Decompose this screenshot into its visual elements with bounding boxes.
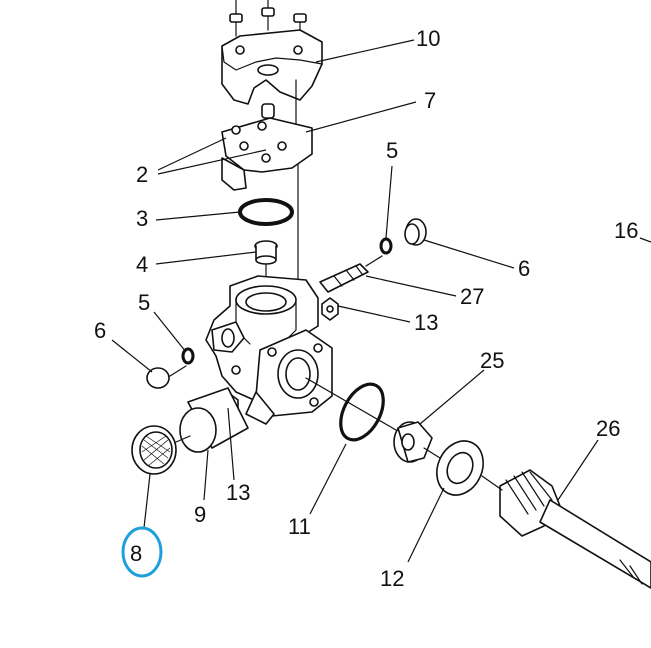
part-8-strainer bbox=[131, 425, 191, 475]
highlight-circle bbox=[121, 526, 163, 578]
leader-lines bbox=[111, 39, 651, 563]
callout-4: 4 bbox=[136, 252, 148, 277]
part-9-cylinder bbox=[179, 387, 249, 453]
callout-9: 9 bbox=[194, 502, 206, 527]
callout-6-left: 6 bbox=[94, 318, 106, 343]
part-10-top-cap bbox=[221, 29, 323, 105]
callout-3: 3 bbox=[136, 206, 148, 231]
part-6-plug-left bbox=[146, 365, 187, 389]
callout-13-lower: 13 bbox=[226, 480, 250, 505]
part-12-washer bbox=[436, 440, 484, 496]
callout-10: 10 bbox=[416, 26, 440, 51]
part-3-oring bbox=[238, 198, 294, 226]
part-5-oring-left bbox=[181, 347, 195, 365]
part-6-plug-right bbox=[404, 218, 427, 246]
callout-2: 2 bbox=[136, 162, 148, 187]
callout-7: 7 bbox=[424, 88, 436, 113]
callout-5-lower: 5 bbox=[138, 290, 150, 315]
callout-11: 11 bbox=[288, 514, 311, 539]
axis-lines bbox=[305, 377, 503, 491]
part-25-bushing bbox=[393, 421, 433, 463]
callout-6-right: 6 bbox=[518, 256, 530, 281]
part-27-valve-stem bbox=[319, 255, 383, 293]
callout-labels: 10 7 2 3 5 4 6 16 27 5 13 6 25 26 13 9 1… bbox=[94, 26, 638, 591]
callout-5-upper: 5 bbox=[386, 138, 398, 163]
main-housing bbox=[205, 275, 333, 425]
callout-12: 12 bbox=[380, 566, 404, 591]
callout-26: 26 bbox=[596, 416, 620, 441]
part-5-oring-right bbox=[379, 237, 393, 255]
part-13-nut-upper bbox=[321, 297, 339, 321]
callout-13-upper: 13 bbox=[414, 310, 438, 335]
part-26-shaft bbox=[499, 469, 651, 589]
part-2-plate bbox=[221, 103, 313, 191]
part-11-oring bbox=[339, 382, 385, 442]
callout-25: 25 bbox=[480, 348, 504, 373]
part-4-fitting bbox=[254, 240, 278, 297]
callout-8: 8 bbox=[130, 541, 142, 566]
part-7-pin bbox=[290, 79, 304, 303]
callout-27: 27 bbox=[460, 284, 484, 309]
callout-16: 16 bbox=[614, 218, 638, 243]
